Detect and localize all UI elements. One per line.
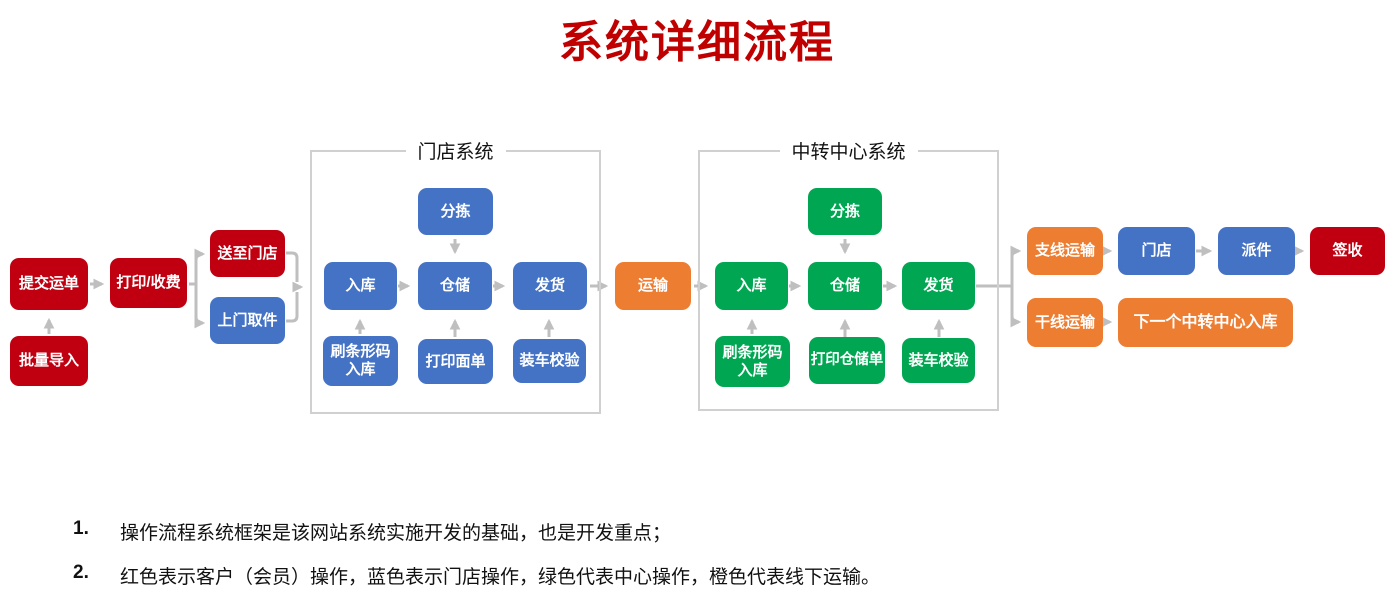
note-item: 2. 红色表示客户（会员）操作，蓝色表示门店操作，绿色代表中心操作，橙色代表线下… [73, 562, 880, 589]
note-text: 红色表示客户（会员）操作，蓝色表示门店操作，绿色代表中心操作，橙色代表线下运输。 [120, 567, 881, 588]
group-transfer-center-system: 中转中心系统 [698, 137, 999, 411]
node-print-charge: 打印/收费 [110, 258, 187, 308]
node-center-inbound: 入库 [715, 262, 788, 310]
node-center-sorting: 分拣 [808, 188, 882, 235]
node-store-scan-barcode-inbound: 刷条形码 入库 [323, 336, 398, 386]
group-transfer-center-title: 中转中心系统 [779, 137, 918, 164]
notes-list: 1. 操作流程系统框架是该网站系统实施开发的基础，也是开发重点； 2. 红色表示… [73, 518, 880, 606]
arrow-split-to-tostore [194, 248, 206, 284]
node-store-sorting: 分拣 [418, 188, 493, 235]
node-store: 门店 [1118, 227, 1195, 275]
node-transport: 运输 [615, 262, 691, 310]
node-store-inbound: 入库 [324, 262, 397, 310]
page-title: 系统详细流程 [559, 18, 835, 67]
node-store-print-waybill-sheet: 打印面单 [418, 339, 493, 384]
connector-merge-bottom [286, 292, 299, 323]
group-store-system-title: 门店系统 [405, 137, 506, 164]
node-center-loading-check: 装车校验 [902, 338, 975, 383]
node-submit-waybill: 提交运单 [10, 258, 88, 310]
node-deliver-to-store: 送至门店 [210, 230, 285, 277]
connector-merge-top [286, 251, 299, 282]
arrow-to-branch-transport [1010, 245, 1022, 286]
arrow-split-to-pickup [194, 284, 206, 329]
node-center-print-storage-sheet: 打印仓储单 [809, 337, 885, 384]
node-door-pickup: 上门取件 [210, 297, 285, 344]
node-next-center-inbound: 下一个中转中心入库 [1118, 298, 1293, 347]
node-center-scan-barcode-inbound: 刷条形码 入库 [715, 336, 790, 387]
node-store-ship: 发货 [513, 262, 587, 310]
node-center-warehouse: 仓储 [808, 262, 882, 310]
node-store-loading-check: 装车校验 [513, 339, 586, 383]
note-item: 1. 操作流程系统框架是该网站系统实施开发的基础，也是开发重点； [73, 518, 880, 545]
node-batch-import: 批量导入 [10, 336, 88, 386]
node-branch-transport: 支线运输 [1027, 227, 1103, 275]
node-trunk-transport: 干线运输 [1027, 298, 1103, 347]
note-number: 2. [73, 562, 89, 583]
note-number: 1. [73, 518, 89, 539]
arrow-to-trunk-transport [1010, 286, 1022, 328]
node-center-ship: 发货 [902, 262, 975, 310]
node-sign-receipt: 签收 [1310, 227, 1385, 275]
node-deliver: 派件 [1218, 227, 1295, 275]
group-store-system: 门店系统 [310, 137, 601, 414]
note-text: 操作流程系统框架是该网站系统实施开发的基础，也是开发重点； [120, 523, 672, 544]
node-store-warehouse: 仓储 [418, 262, 492, 310]
